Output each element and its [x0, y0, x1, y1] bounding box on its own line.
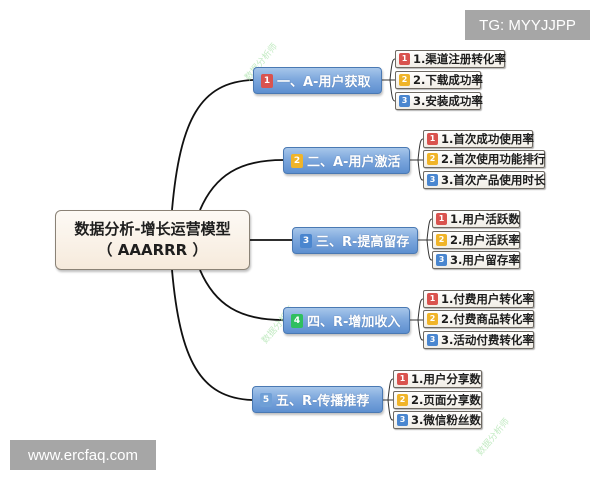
branch-node-user-acquisition[interactable]: 1 一、A-用户获取: [253, 67, 382, 94]
priority-3-icon: 3: [399, 95, 410, 107]
leaf-label: 2.下载成功率: [413, 73, 483, 87]
priority-3-icon: 3: [427, 174, 438, 186]
leaf-node[interactable]: 2 2.页面分享数: [393, 391, 482, 409]
leaf-node[interactable]: 3 3.安装成功率: [395, 92, 483, 110]
leaf-label: 2.用户活跃率: [450, 233, 520, 247]
leaf-node[interactable]: 2 2.下载成功率: [395, 71, 483, 89]
priority-2-icon: 2: [427, 313, 438, 325]
priority-3-icon: 3: [397, 414, 408, 426]
leaf-label: 1.付费用户转化率: [441, 292, 534, 306]
leaf-node[interactable]: 1 1.首次成功使用率: [423, 130, 534, 148]
leaf-label: 1.首次成功使用率: [441, 132, 534, 146]
central-subtitle: （ AAARRR ）: [97, 241, 208, 259]
priority-1-icon: 1: [397, 373, 408, 385]
leaf-label: 3.活动付费转化率: [441, 333, 534, 347]
priority-4-icon: 4: [291, 313, 303, 328]
branch-label: 二、A-用户激活: [307, 155, 401, 170]
priority-1-icon: 1: [427, 133, 438, 145]
central-topic-node[interactable]: 数据分析-增长运营模型 （ AAARRR ）: [55, 210, 250, 270]
branch-label: 一、A-用户获取: [277, 75, 371, 90]
leaf-node[interactable]: 2 2.用户活跃率: [432, 231, 520, 249]
priority-3-icon: 3: [427, 334, 438, 346]
leaf-label: 2.页面分享数: [411, 393, 481, 407]
priority-3-icon: 3: [300, 233, 312, 248]
leaf-node[interactable]: 3 3.活动付费转化率: [423, 331, 534, 349]
priority-2-icon: 2: [399, 74, 410, 86]
priority-5-icon: 5: [260, 392, 272, 407]
priority-2-icon: 2: [397, 394, 408, 406]
branch-label: 三、R-提高留存: [316, 235, 410, 250]
priority-1-icon: 1: [427, 293, 438, 305]
branch-node-retention[interactable]: 3 三、R-提高留存: [292, 227, 418, 254]
priority-2-icon: 2: [436, 234, 447, 246]
watermark-tg: TG: MYYJJPP: [465, 10, 590, 40]
branch-node-user-activation[interactable]: 2 二、A-用户激活: [283, 147, 410, 174]
watermark-site-text: www.ercfaq.com: [27, 446, 139, 464]
branch-node-referral[interactable]: 5 五、R-传播推荐: [252, 386, 383, 413]
leaf-label: 3.安装成功率: [413, 94, 483, 108]
leaf-node[interactable]: 1 1.用户活跃数: [432, 210, 520, 228]
leaf-label: 1.渠道注册转化率: [413, 52, 506, 66]
leaf-label: 2.首次使用功能排行: [441, 152, 546, 166]
leaf-node[interactable]: 2 2.首次使用功能排行: [423, 150, 545, 168]
leaf-label: 3.用户留存率: [450, 253, 520, 267]
priority-2-icon: 2: [291, 153, 303, 168]
leaf-node[interactable]: 1 1.付费用户转化率: [423, 290, 534, 308]
leaf-label: 3.微信粉丝数: [411, 413, 481, 427]
leaf-node[interactable]: 3 3.用户留存率: [432, 251, 520, 269]
watermark-tg-text: TG: MYYJJPP: [479, 16, 576, 34]
priority-3-icon: 3: [436, 254, 447, 266]
branch-node-revenue[interactable]: 4 四、R-增加收入: [283, 307, 410, 334]
branch-label: 四、R-增加收入: [307, 315, 401, 330]
priority-2-icon: 2: [427, 153, 438, 165]
leaf-label: 3.首次产品使用时长: [441, 173, 546, 187]
leaf-node[interactable]: 3 3.微信粉丝数: [393, 411, 482, 429]
branch-label: 五、R-传播推荐: [276, 394, 370, 409]
leaf-node[interactable]: 1 1.用户分享数: [393, 370, 482, 388]
central-title: 数据分析-增长运营模型: [74, 220, 231, 238]
leaf-node[interactable]: 3 3.首次产品使用时长: [423, 171, 545, 189]
leaf-label: 2.付费商品转化率: [441, 312, 534, 326]
leaf-node[interactable]: 1 1.渠道注册转化率: [395, 50, 506, 68]
priority-1-icon: 1: [261, 73, 273, 88]
leaf-label: 1.用户分享数: [411, 372, 481, 386]
priority-1-icon: 1: [436, 213, 447, 225]
leaf-label: 1.用户活跃数: [450, 212, 520, 226]
leaf-node[interactable]: 2 2.付费商品转化率: [423, 310, 534, 328]
priority-1-icon: 1: [399, 53, 410, 65]
watermark-site: www.ercfaq.com: [10, 440, 156, 470]
